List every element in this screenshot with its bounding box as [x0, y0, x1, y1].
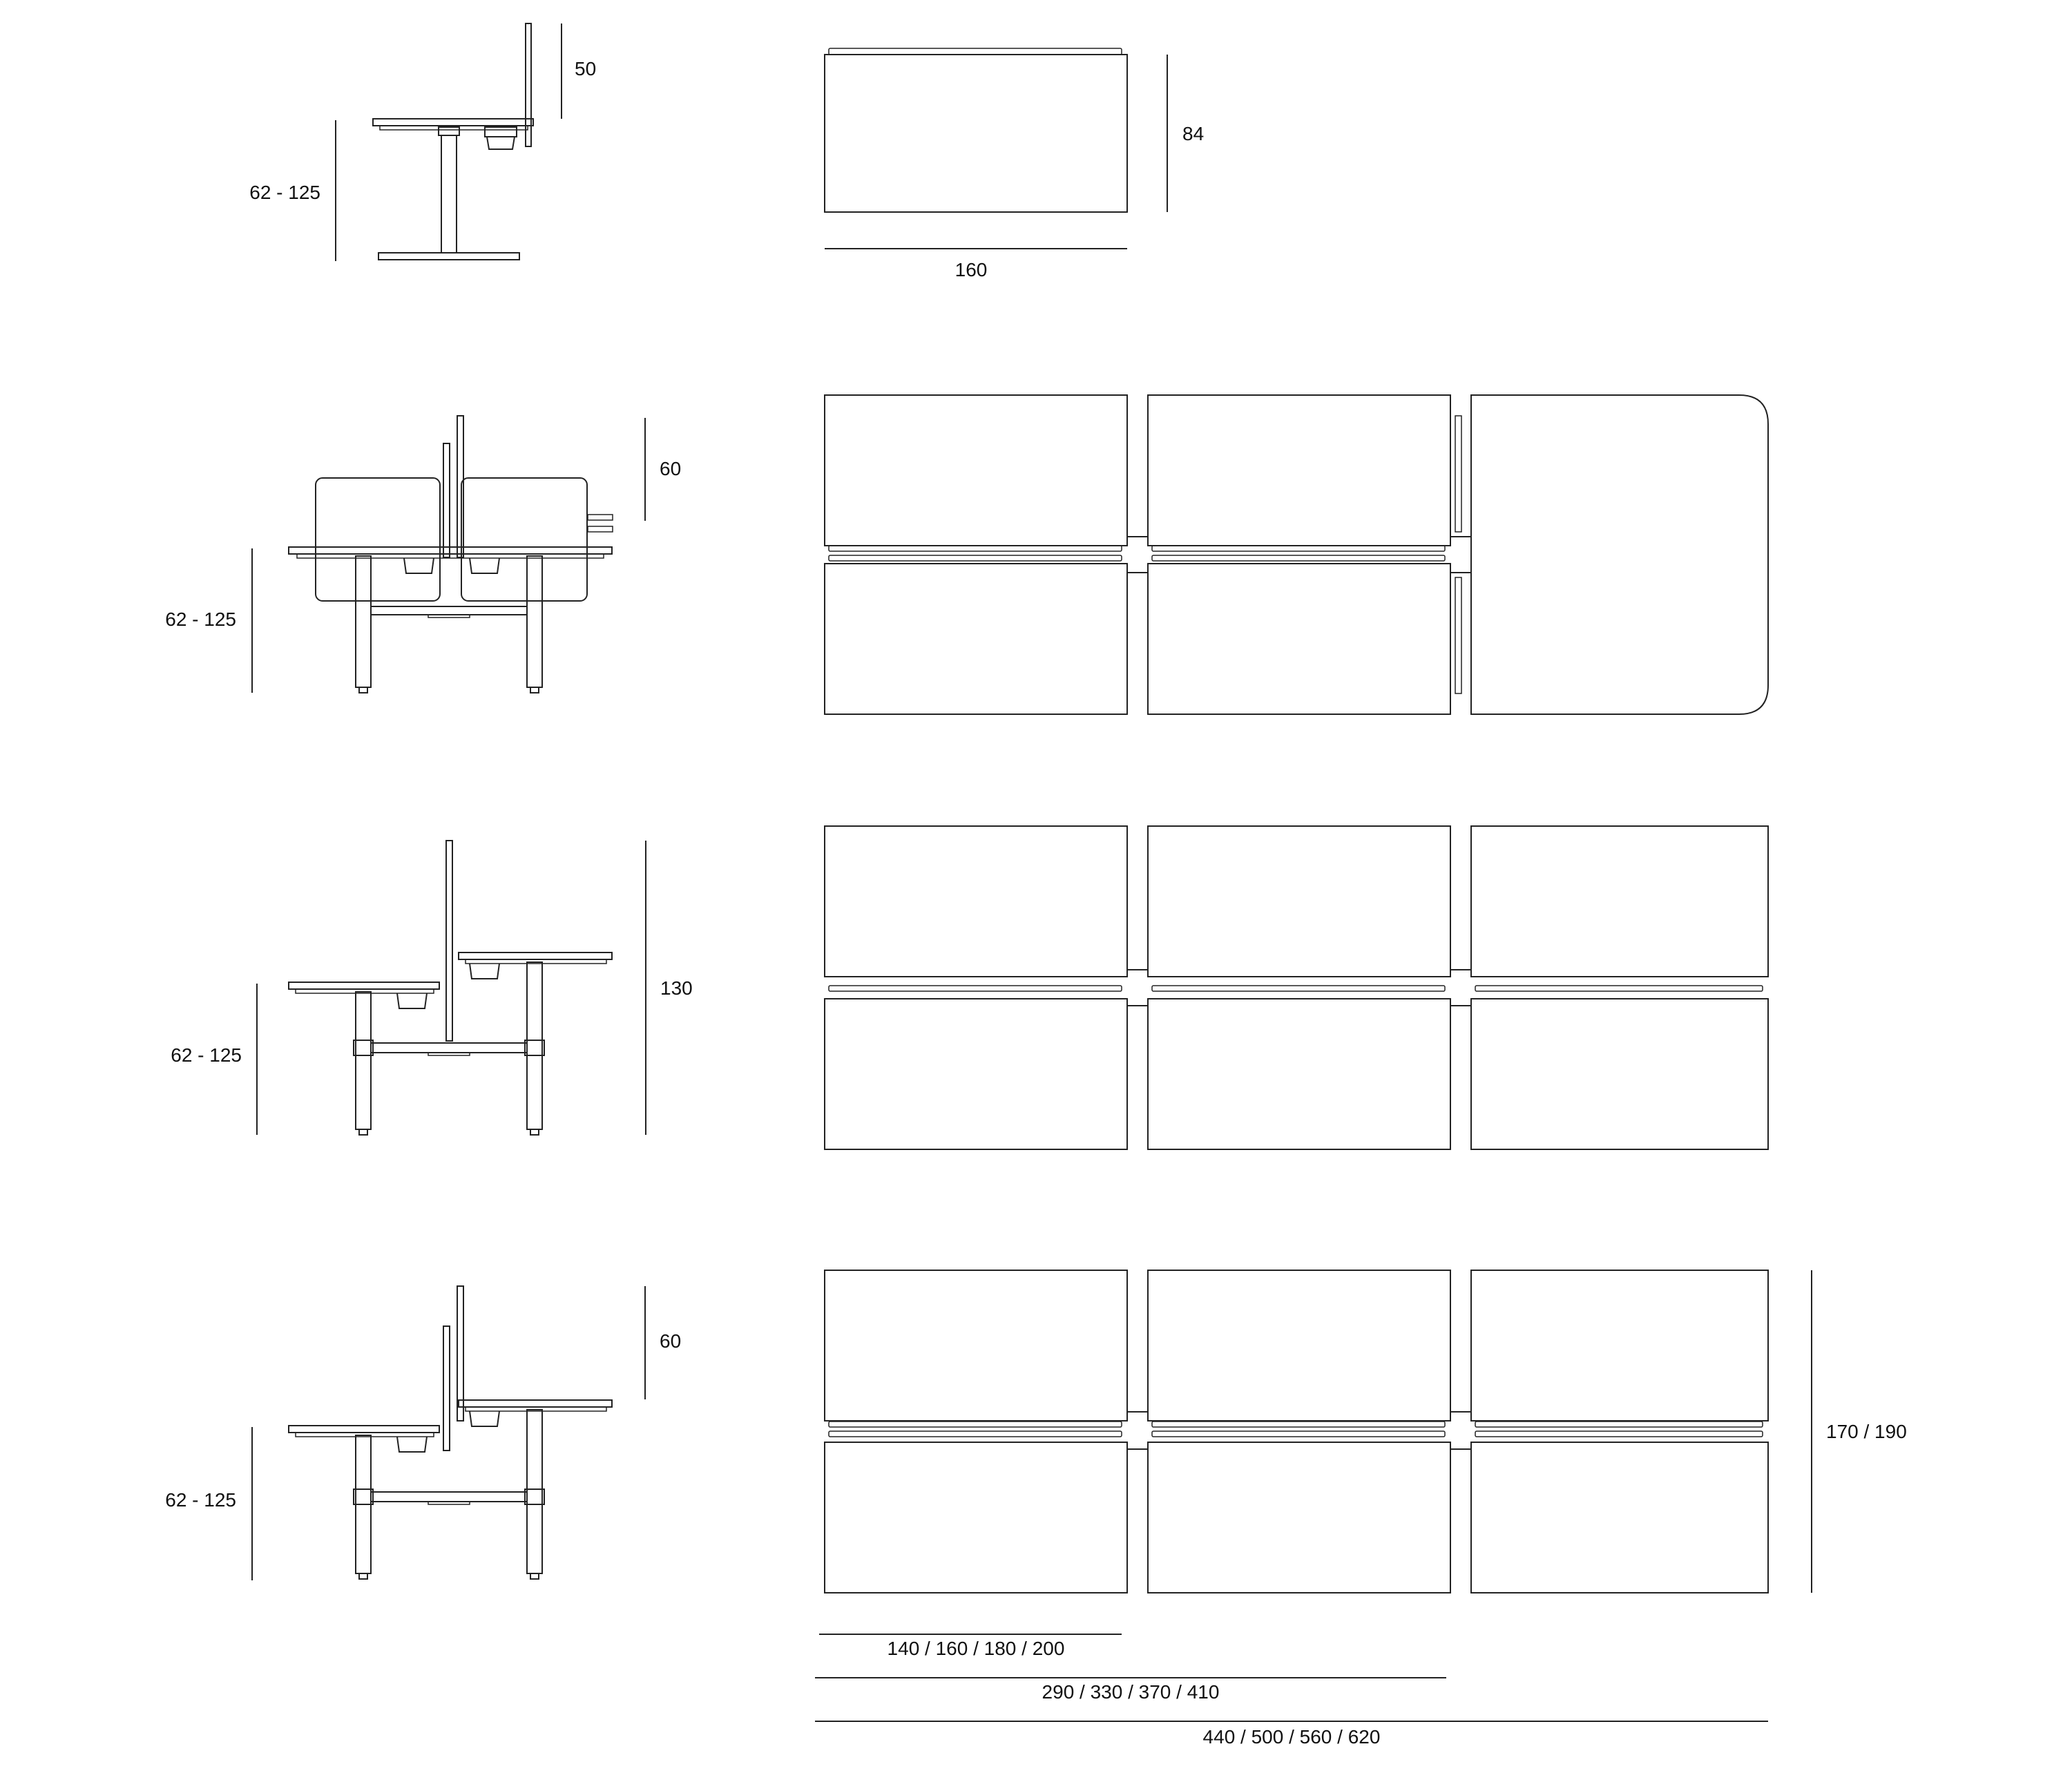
row3-total-height-label: 130 [660, 977, 693, 999]
row4-height-range-label: 62 - 125 [165, 1489, 236, 1511]
row3-side-view [288, 840, 613, 1136]
row2-screen-height-label: 60 [660, 458, 681, 479]
row1-width-label: 160 [955, 259, 988, 280]
row2-plan-view [824, 394, 1769, 715]
row3-plan-view [824, 825, 1769, 1150]
triple-width-label: 440 / 500 / 560 / 620 [1203, 1726, 1381, 1748]
row4-bench-depth-label: 170 / 190 [1826, 1421, 1907, 1442]
single-width-label: 140 / 160 / 180 / 200 [888, 1638, 1065, 1659]
row1-screen-height-label: 50 [575, 58, 596, 79]
row3-height-range-label: 62 - 125 [171, 1044, 242, 1066]
row2-side-view [288, 415, 613, 693]
row1-plan-view [824, 48, 1128, 213]
row4-screen-height-label: 60 [660, 1330, 681, 1352]
row4-plan-view [824, 1270, 1769, 1593]
row1-side-view [372, 23, 534, 260]
row4-side-view [288, 1285, 613, 1580]
row1-depth-label: 84 [1182, 123, 1204, 144]
double-width-label: 290 / 330 / 370 / 410 [1042, 1681, 1220, 1703]
row2-height-range-label: 62 - 125 [165, 609, 236, 630]
row1-height-range-label: 62 - 125 [249, 182, 320, 203]
